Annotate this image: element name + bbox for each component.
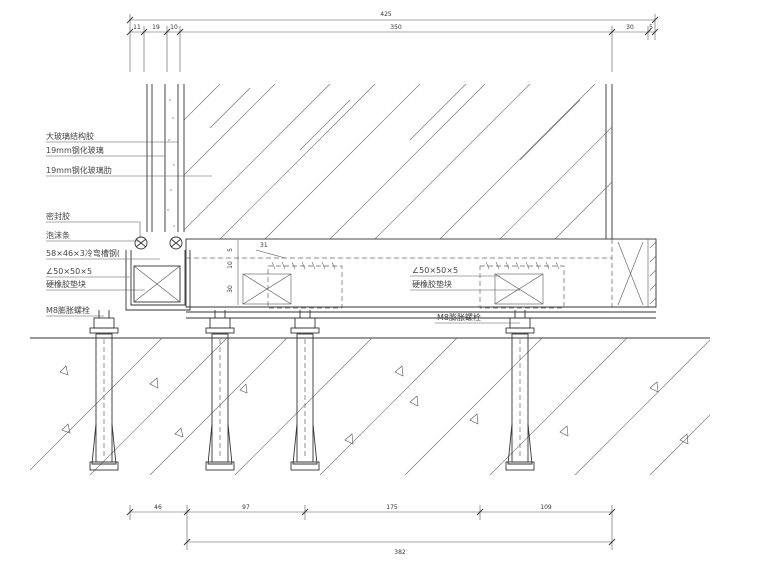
nut-icon xyxy=(205,310,235,334)
fin-base-beam xyxy=(185,238,657,319)
label-angle-left: ∠50×50×5 xyxy=(46,267,92,276)
annotation-labels: 大玻璃结构胶 19mm钢化玻璃 19mm钢化玻璃肋 密封胶 泡沫条 58×46×… xyxy=(46,131,481,322)
anchor-bolt-icon xyxy=(89,333,119,471)
steel-channel xyxy=(125,236,191,311)
label-foam-rod: 泡沫条 xyxy=(46,230,70,240)
dim-bottom-seg-1: 46 xyxy=(154,504,162,511)
dim-local-30: 30 xyxy=(227,285,234,293)
nut-icon xyxy=(89,310,119,334)
dim-bottom-seg-4: 109 xyxy=(540,504,552,511)
angle-pad-middle xyxy=(242,261,343,309)
anchor-bolt-icon xyxy=(205,333,235,471)
nut-icon xyxy=(505,310,535,334)
glass-fin xyxy=(184,84,613,239)
concrete-slab xyxy=(30,337,710,475)
tempered-glass-panel xyxy=(146,84,185,232)
label-channel-steel: 58×46×3冷弯槽钢( xyxy=(46,248,120,258)
label-bolt-left: M8膨胀螺栓 xyxy=(46,305,90,315)
dim-top-seg-2: 19 xyxy=(152,24,160,31)
dim-local-10: 10 xyxy=(227,261,234,269)
anchor-bolt-icon xyxy=(290,333,320,471)
label-sealant: 密封胶 xyxy=(46,211,70,221)
label-bolt-right: M8膨胀螺栓 xyxy=(437,312,481,322)
dim-local-5: 5 xyxy=(227,248,234,252)
dim-bottom-seg-2: 97 xyxy=(242,504,250,511)
dim-bottom-seg-3: 175 xyxy=(386,504,398,511)
tag-31: 31 xyxy=(260,242,268,249)
label-angle-right: ∠50×50×5 xyxy=(412,266,458,275)
dim-bottom-total: 382 xyxy=(394,549,406,556)
local-dimensions: 5 10 30 31 xyxy=(227,240,286,305)
dim-top-seg-6: 5 xyxy=(649,24,653,31)
dim-top-seg-4: 350 xyxy=(390,24,402,31)
label-rubber-pad-right: 硬橡胶垫块 xyxy=(412,279,452,289)
label-rubber-pad-left: 硬橡胶垫块 xyxy=(46,279,86,289)
label-tempered-glass: 19mm钢化玻璃 xyxy=(46,145,104,155)
angle-pad-right xyxy=(479,261,565,309)
dim-top-seg-1: 11 xyxy=(133,24,141,31)
label-glass-fin: 19mm钢化玻璃肋 xyxy=(46,165,112,175)
nut-icon xyxy=(290,310,320,334)
dim-top-seg-5: 30 xyxy=(626,24,634,31)
bolt-heads xyxy=(89,310,535,334)
bottom-dimension-lines: 46 97 175 109 382 xyxy=(126,504,616,556)
top-dimension-lines: 425 11 19 10 350 30 5 xyxy=(126,11,659,72)
label-structural-sealant: 大玻璃结构胶 xyxy=(46,131,94,141)
dim-top-total: 425 xyxy=(380,11,392,18)
leader-lines xyxy=(46,141,520,324)
anchor-bolts xyxy=(89,333,535,471)
anchor-bolt-icon xyxy=(505,333,535,471)
dim-top-seg-3: 10 xyxy=(170,24,178,31)
